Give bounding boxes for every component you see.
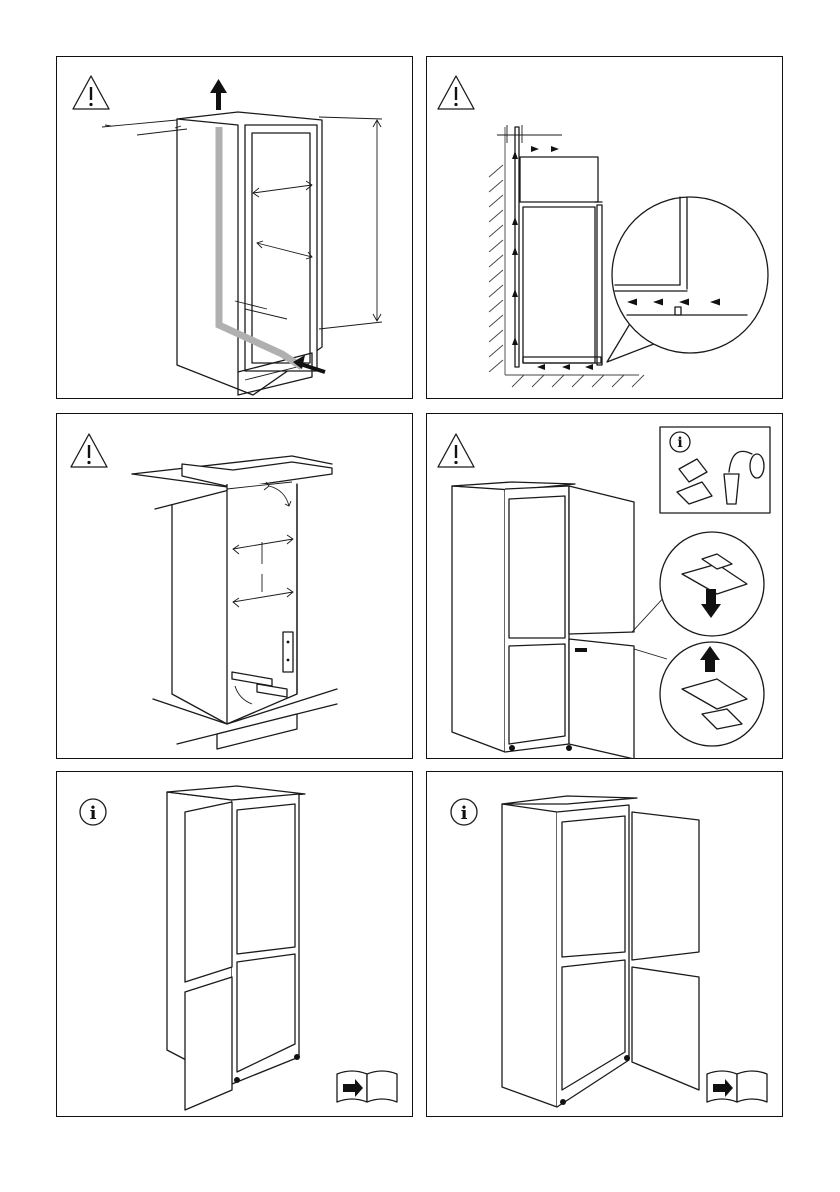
warning-icon: [73, 76, 109, 109]
manual-book-icon: [707, 1071, 767, 1102]
warning-icon: [71, 434, 107, 467]
panel-1-illustration: [57, 57, 413, 399]
panel-5-door-left-hinged: i: [56, 771, 413, 1117]
panel-5-illustration: i: [57, 772, 413, 1117]
warning-icon: [438, 76, 474, 109]
refrigerator: [502, 796, 699, 1107]
kitchen-unit: [132, 456, 337, 749]
panel-6-illustration: i: [427, 772, 783, 1117]
panel-4-hinge-covers: i: [426, 413, 783, 759]
refrigerator: [167, 786, 305, 1110]
up-arrow: [210, 79, 227, 110]
info-icon: i: [80, 799, 106, 825]
panel-6-door-right-hinged: i: [426, 771, 783, 1117]
manual-book-icon: [337, 1071, 397, 1102]
cabinet-section: [515, 127, 602, 367]
info-inset: i: [660, 427, 770, 513]
svg-text:i: i: [461, 803, 468, 824]
hinge-detail-top: [632, 532, 764, 636]
panel-4-illustration: i: [427, 414, 783, 759]
top-dimension: [497, 125, 562, 143]
refrigerator: [452, 482, 634, 759]
info-icon: i: [451, 799, 477, 825]
hinge-detail-bottom: [634, 642, 764, 746]
detail-magnifier: [607, 197, 768, 362]
panel-2-illustration: [427, 57, 783, 399]
panel-3-niche-installation: [56, 413, 413, 759]
svg-text:i: i: [677, 435, 682, 451]
panel-2-rear-ventilation: [426, 56, 783, 399]
warning-icon: [438, 434, 474, 467]
svg-text:i: i: [90, 803, 97, 824]
panel-1-airflow-clearance: [56, 56, 413, 399]
niche-cabinet: [177, 112, 322, 395]
panel-3-illustration: [57, 414, 413, 759]
